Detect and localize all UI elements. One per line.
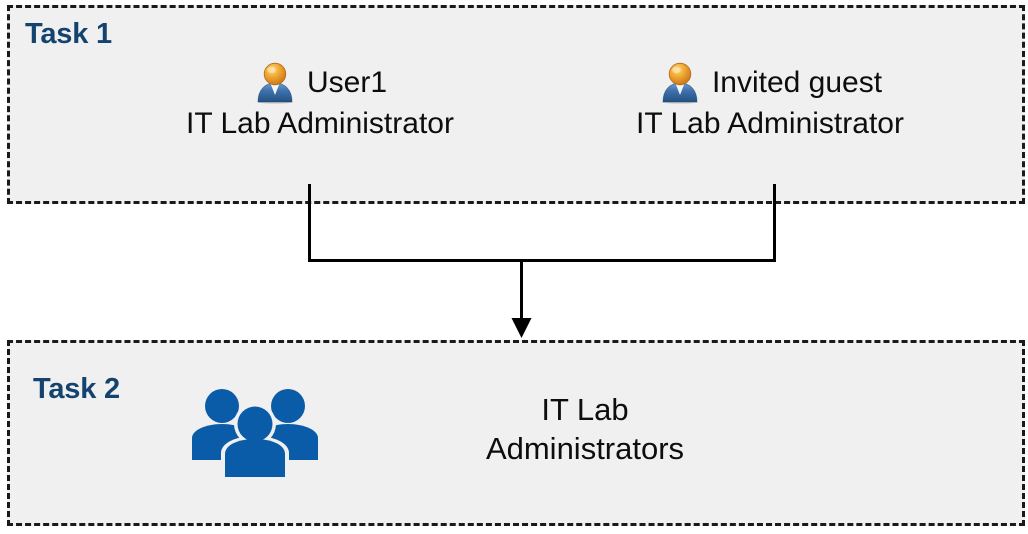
single-user-icon (658, 61, 702, 105)
person-name-row: User1 (120, 58, 520, 108)
task-1-container (7, 5, 1025, 204)
group-label-line1: IT Lab (541, 392, 629, 428)
task-2-label: Task 2 (33, 373, 120, 405)
user-group-icon (190, 380, 320, 480)
person-name: Invited guest (711, 65, 883, 99)
person-entry-invited-guest: Invited guest IT Lab Administrator (570, 58, 970, 143)
task-2-container (7, 340, 1025, 526)
person-role: IT Lab Administrator (186, 107, 454, 140)
person-role: IT Lab Administrator (636, 107, 904, 140)
group-label-line2: Administrators (485, 431, 685, 466)
connector-arrowhead (511, 318, 532, 338)
group-label: IT Lab Administrators (320, 391, 890, 469)
person-name-row: Invited guest (570, 58, 970, 108)
person-entry-user1: User1 IT Lab Administrator (120, 58, 520, 143)
person-name: User1 (306, 65, 388, 99)
task-1-label: Task 1 (25, 18, 112, 50)
group-entry: IT Lab Administrators (190, 380, 890, 480)
single-user-icon (253, 61, 297, 105)
